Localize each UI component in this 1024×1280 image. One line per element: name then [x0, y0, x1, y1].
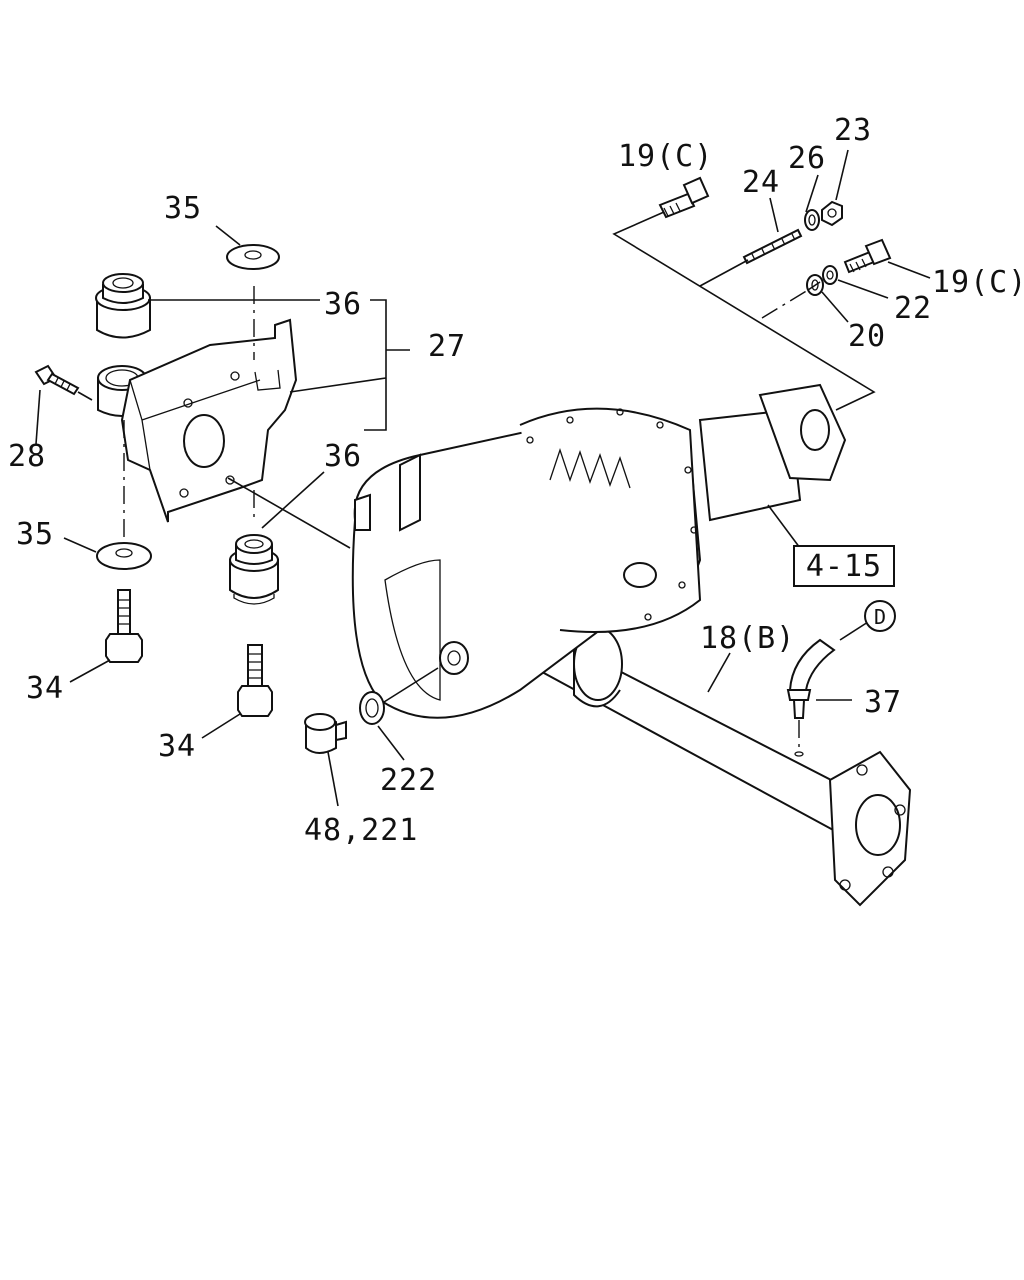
washer-22[interactable] [822, 265, 838, 285]
callout-35-top: 35 [164, 191, 202, 226]
bolt-28[interactable] [34, 364, 80, 396]
callout-34-mid: 34 [158, 729, 196, 764]
circle-marker-label: D [874, 605, 886, 629]
bushing-36-mid[interactable] [229, 534, 279, 605]
vent-hose-37[interactable] [786, 638, 836, 719]
circle-marker-d[interactable]: D [864, 600, 896, 632]
reference-box-label: 4-15 [806, 549, 882, 584]
callout-48-221: 48,221 [304, 813, 418, 848]
drain-plug-48-221[interactable] [304, 713, 347, 754]
washer-35-bottom[interactable] [96, 542, 152, 570]
callout-37: 37 [864, 685, 902, 720]
stud-24[interactable] [742, 228, 803, 265]
callout-35-bottom: 35 [16, 517, 54, 552]
differential-carrier-housing[interactable] [351, 383, 847, 719]
leader-stud [699, 259, 749, 287]
washer-26[interactable] [804, 209, 820, 231]
callout-222: 222 [380, 763, 437, 798]
callout-34-left: 34 [26, 671, 64, 706]
callout-18b: 18(B) [700, 621, 795, 656]
callout-22: 22 [894, 291, 932, 326]
leader-fastener-group [612, 211, 876, 411]
callout-23: 23 [834, 113, 872, 148]
callout-20: 20 [848, 319, 886, 354]
callout-36-mid: 36 [324, 439, 362, 474]
bolt-34-left[interactable] [105, 589, 143, 663]
callout-24: 24 [742, 165, 780, 200]
bolt-19c-top[interactable] [658, 176, 710, 219]
leader-bracket-to-housing [227, 477, 351, 549]
bolt-19c-right[interactable] [843, 238, 892, 274]
nut-23[interactable] [821, 200, 843, 227]
washer-35-top[interactable] [226, 244, 280, 270]
callout-27: 27 [428, 329, 466, 364]
gasket-222[interactable] [359, 691, 385, 725]
bracket-27[interactable] [120, 318, 298, 523]
callout-19c-right: 19(C) [932, 265, 1024, 300]
reference-box-4-15[interactable]: 4-15 [793, 545, 895, 587]
callout-36-top: 36 [324, 287, 362, 322]
callout-26: 26 [788, 141, 826, 176]
bolt-34-mid[interactable] [237, 644, 273, 717]
callout-19c-top: 19(C) [618, 139, 713, 174]
bushing-36-top[interactable] [95, 273, 151, 339]
callout-28: 28 [8, 439, 46, 474]
centerline-washers [761, 289, 809, 319]
